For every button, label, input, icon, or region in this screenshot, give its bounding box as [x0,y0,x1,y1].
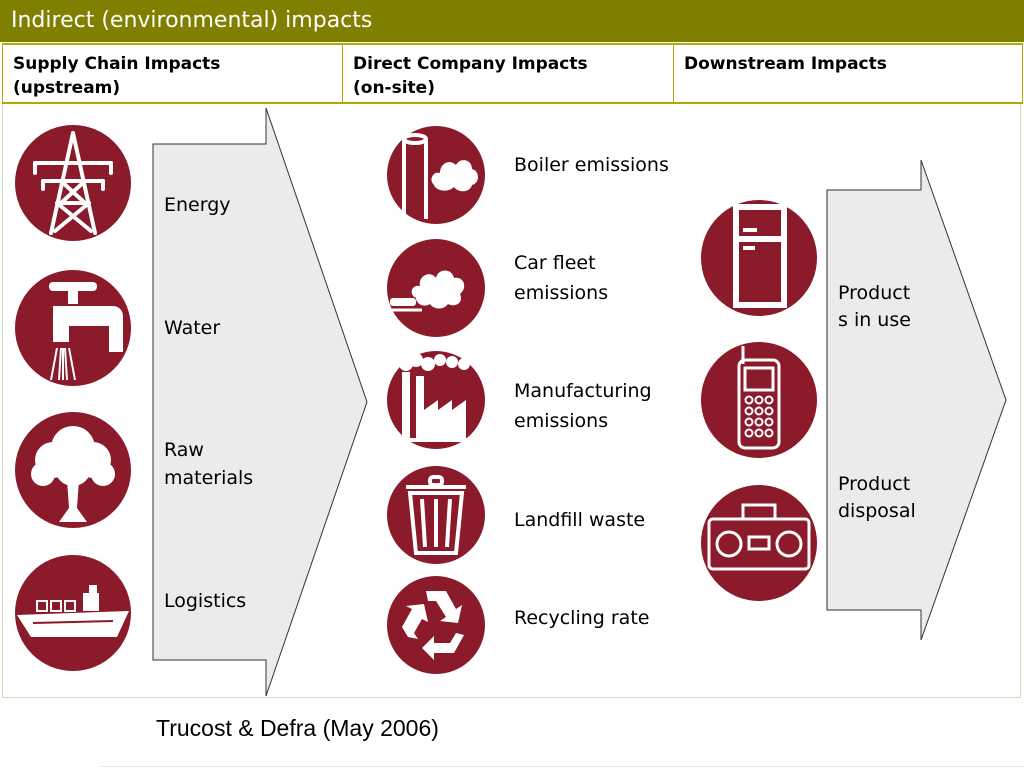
content-frame [2,104,1021,698]
recycle-icon [387,576,485,674]
direct-label-boiler: Boiler emissions [514,154,669,176]
column-header-supply-chain: Supply Chain Impacts (upstream) [2,43,343,104]
car-exhaust-icon [387,239,485,337]
chimney-smoke-icon [387,126,485,224]
column-header-direct-line2: (on-site) [353,78,435,98]
tap-icon [15,270,131,386]
column-header-supply-line1: Supply Chain Impacts [13,54,221,74]
trash-can-icon [387,466,485,564]
footer-divider [100,766,1024,767]
supply-label-raw: Raw [164,439,204,461]
mobile-phone-icon [701,342,817,458]
direct-label-landfill: Landfill waste [514,509,646,531]
fridge-icon [701,200,817,316]
tree-icon [15,412,131,528]
citation: Trucost & Defra (May 2006) [156,715,439,741]
downstream-arrow [826,159,1007,641]
ship-icon [15,555,131,671]
downstream-label-products-in-use-1: Product [838,282,911,304]
factory-icon [387,351,485,449]
supply-label-water: Water [164,317,221,339]
supply-chain-arrow [152,107,368,697]
column-header-direct-line1: Direct Company Impacts [353,54,588,74]
direct-label-car-fleet-2: emissions [514,282,609,304]
downstream-label-disposal-1: Product [838,473,911,495]
direct-label-manufacturing-1: Manufacturing [514,380,652,402]
column-header-downstream-line1: Downstream Impacts [684,54,887,74]
pylon-icon [15,125,131,241]
direct-label-recycling: Recycling rate [514,607,650,629]
supply-label-energy: Energy [164,194,231,216]
supply-label-materials: materials [164,467,254,489]
column-header-supply-line2: (upstream) [13,78,121,98]
page-title: Indirect (environmental) impacts [0,0,1024,42]
supply-label-logistics: Logistics [164,590,247,612]
direct-label-car-fleet-1: Car fleet [514,252,596,274]
direct-label-manufacturing-2: emissions [514,410,609,432]
downstream-label-disposal-2: disposal [838,500,916,522]
column-header-downstream: Downstream Impacts [673,43,1023,104]
radio-icon [701,485,817,601]
column-header-direct-company: Direct Company Impacts (on-site) [342,43,674,104]
downstream-label-products-in-use-2: s in use [838,309,911,331]
